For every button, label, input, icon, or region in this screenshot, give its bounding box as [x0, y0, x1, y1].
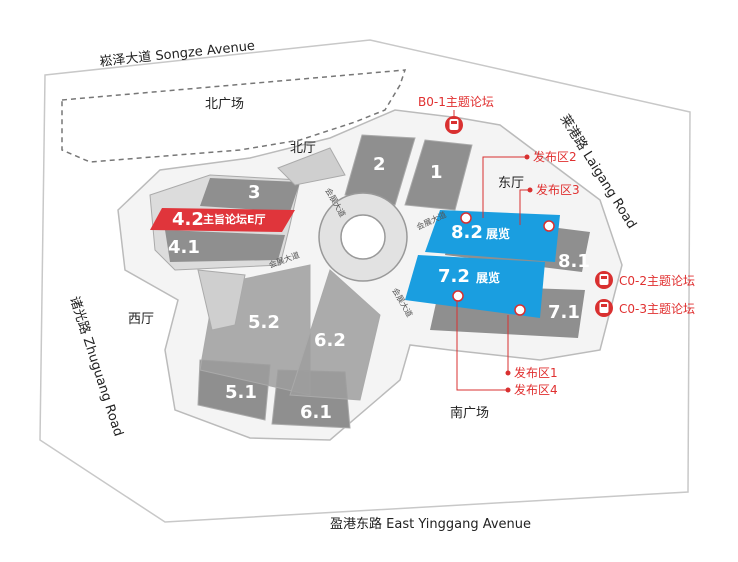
- hall-8-2-label: 8.2: [451, 222, 483, 243]
- hall-6-2-label: 6.2: [314, 330, 346, 351]
- release-zone-pin-2: [460, 212, 472, 224]
- hall-6-2: [289, 269, 381, 401]
- hall-4-2-sub: 主旨论坛E厅: [203, 212, 266, 226]
- release-zone-pin-3: [543, 220, 555, 232]
- hall-4-1-label: 4.1: [168, 237, 200, 258]
- road-south-label: 盈港东路 East Yinggang Avenue: [330, 516, 531, 532]
- release-zone-2-label: 发布区2: [533, 149, 577, 164]
- hall-4-1: [165, 230, 285, 262]
- north-plaza-label: 北广场: [205, 97, 244, 112]
- release-zone-3-label: 发布区3: [536, 182, 580, 197]
- hall-2-label: 2: [373, 154, 386, 175]
- forum-b0-1-marker: [445, 116, 463, 134]
- hall-1-label: 1: [430, 162, 443, 183]
- release-zone-4-label: 发布区4: [514, 382, 558, 397]
- hall-2: [344, 134, 416, 206]
- hall-7-2-label: 7.2: [438, 266, 470, 287]
- hall-8-1-label: 8.1: [558, 251, 590, 272]
- hall-5-2-label: 5.2: [248, 312, 280, 333]
- hall-7-2-sub: 展览: [476, 270, 500, 285]
- forum-c0-2-marker: [595, 271, 613, 289]
- release-zone-pin-4: [452, 290, 464, 302]
- hall-4-2: [150, 208, 295, 232]
- hall-3: [200, 178, 300, 212]
- release-zone-pin-1: [514, 304, 526, 316]
- north-hall-label: 北厅: [290, 141, 316, 156]
- forum-c0-2-label: C0-2主题论坛: [619, 274, 695, 288]
- hall-7-2: [405, 255, 545, 318]
- hall-4-2-label: 4.2: [172, 209, 204, 230]
- south-plaza-label: 南广场: [450, 405, 489, 421]
- hall-7-1-label: 7.1: [548, 302, 580, 323]
- leader-lines: [453, 110, 530, 391]
- release-zone-1-label: 发布区1: [514, 365, 558, 380]
- hall-1: [404, 139, 473, 211]
- west-hall-entrance: [197, 269, 246, 331]
- hall-6-1-label: 6.1: [300, 402, 332, 423]
- north-hall-entrance: [277, 147, 346, 186]
- hall-5-1-label: 5.1: [225, 382, 257, 403]
- west-hall-label: 西厅: [128, 312, 154, 327]
- hall-3-label: 3: [248, 182, 261, 203]
- north-plaza-outline: [61, 69, 407, 163]
- forum-c0-3-label: C0-3主题论坛: [619, 302, 695, 316]
- center-ring-inner: [340, 214, 386, 260]
- hall-8-2: [425, 210, 560, 262]
- hall-8-2-sub: 展览: [486, 226, 510, 241]
- east-hall-label: 东厅: [498, 176, 524, 191]
- forum-b0-1-label: B0-1主题论坛: [418, 95, 494, 109]
- forum-c0-3-marker: [595, 299, 613, 317]
